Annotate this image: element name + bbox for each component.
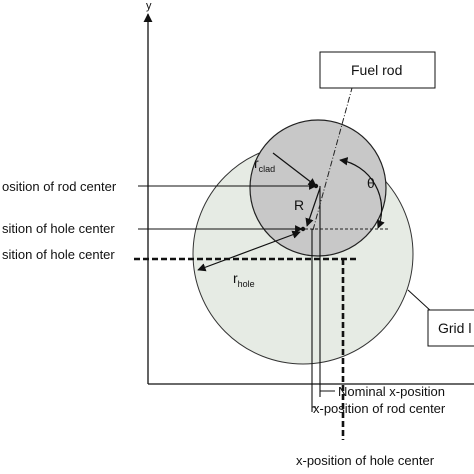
r-hole-label: rhole xyxy=(233,270,255,289)
r-clad-label: rclad xyxy=(254,155,275,174)
fuel-rod-callout-box xyxy=(319,51,436,89)
theta-arc xyxy=(339,157,385,229)
fuel-rod-circle xyxy=(249,119,387,257)
y-axis-label: y xyxy=(146,0,152,12)
r-clad-arrow xyxy=(272,152,317,187)
theta-label: θ xyxy=(367,175,375,191)
rod-axis-line xyxy=(312,87,353,231)
x-rod-center-label: x-position of rod center xyxy=(313,401,446,416)
R-arrow xyxy=(305,187,321,227)
R-label: R xyxy=(294,197,304,213)
rod-center-dot xyxy=(313,183,319,189)
nominal-x-label: Nominal x-position xyxy=(338,384,445,399)
grid-callout-text: Grid l xyxy=(438,320,471,336)
y-hole-center-label-2: sition of hole center xyxy=(2,247,115,262)
x-hole-center-label: x-position of hole center xyxy=(296,453,435,468)
fuel-rod-callout-text: Fuel rod xyxy=(351,62,402,78)
grid-callout-line xyxy=(407,289,433,313)
y-rod-center-label: osition of rod center xyxy=(2,179,117,194)
hole-center-dot xyxy=(300,226,306,232)
grid-callout-box xyxy=(427,309,474,347)
r-hole-arrow xyxy=(197,230,301,272)
y-hole-center-label-1: sition of hole center xyxy=(2,221,115,236)
